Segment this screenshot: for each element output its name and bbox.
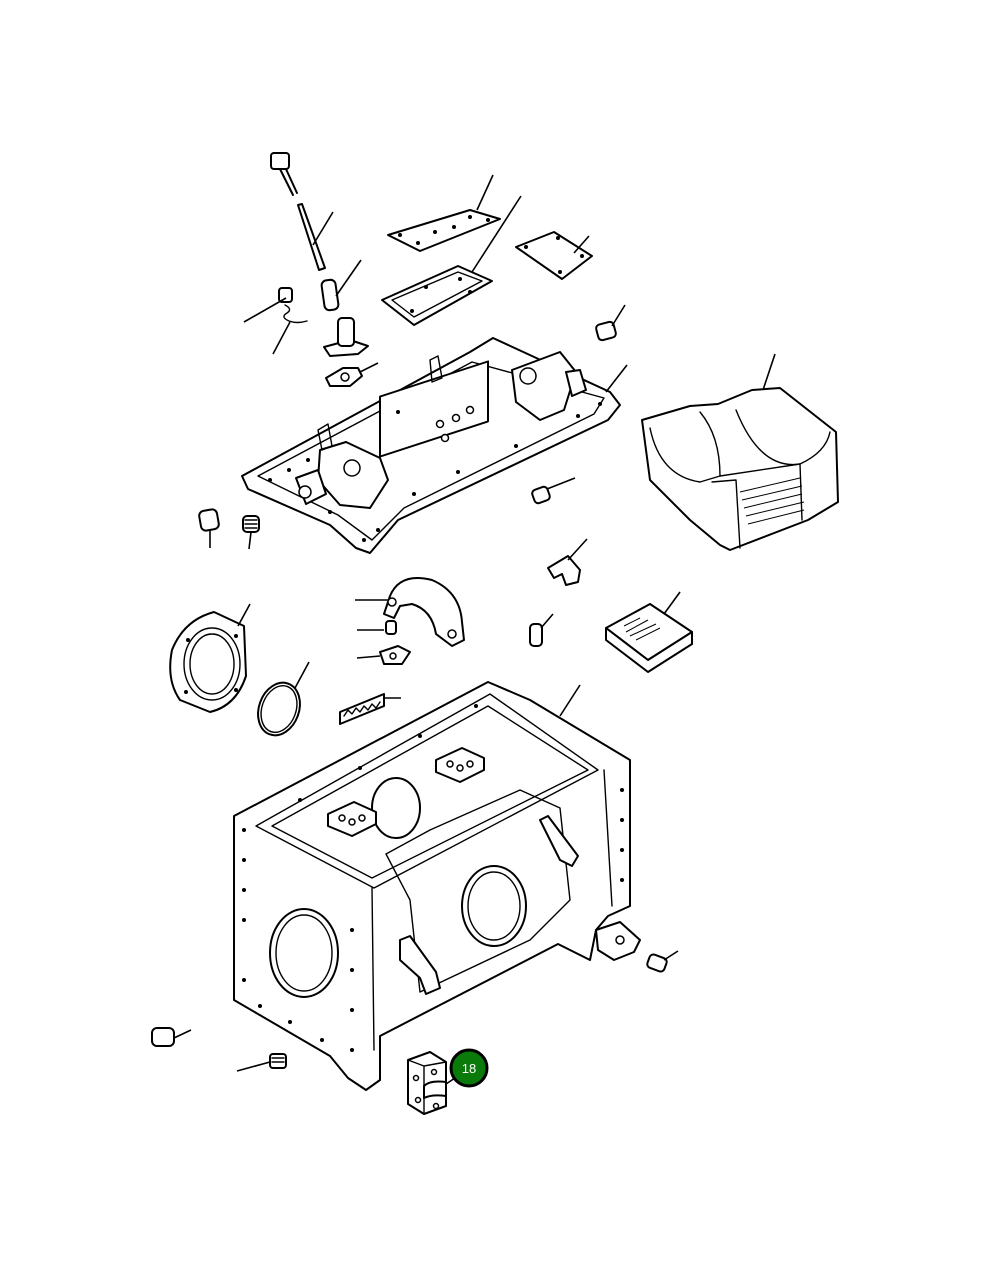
cover-plate-right[interactable] xyxy=(515,231,593,280)
bushing-mid[interactable] xyxy=(531,477,576,505)
dipstick-cap[interactable] xyxy=(270,152,298,196)
dipstick-rod[interactable] xyxy=(297,203,334,271)
bracket-clip[interactable] xyxy=(547,538,588,586)
gasket-small[interactable] xyxy=(325,362,379,387)
callout-label-18: 18 xyxy=(462,1061,476,1076)
flange-gasket[interactable] xyxy=(169,603,251,713)
lock-plate[interactable] xyxy=(356,645,411,665)
cover-plate-top[interactable] xyxy=(387,174,501,252)
top-cover-housing[interactable] xyxy=(241,337,628,554)
threaded-plug-left[interactable] xyxy=(242,515,260,550)
tube-flange[interactable] xyxy=(323,317,369,357)
bushing-left[interactable] xyxy=(198,508,220,548)
gearbox-housing[interactable] xyxy=(233,681,641,1091)
cover-gasket[interactable] xyxy=(381,195,522,326)
bearing-cradle[interactable] xyxy=(641,353,839,551)
pin-center[interactable] xyxy=(529,613,554,647)
dipstick-tube[interactable] xyxy=(320,259,362,312)
bushing-bottom-left[interactable] xyxy=(151,1027,192,1047)
drain-plug[interactable] xyxy=(236,1053,287,1072)
cover-plate-small[interactable] xyxy=(605,591,693,673)
callout-badge-18[interactable]: 18 xyxy=(449,1048,489,1088)
bearing-cap[interactable] xyxy=(355,577,465,647)
breather-screw[interactable] xyxy=(243,287,308,355)
clamp-block[interactable] xyxy=(407,1051,459,1115)
pin-right[interactable] xyxy=(646,950,679,973)
bushing-small-upper[interactable] xyxy=(595,304,626,342)
o-ring[interactable] xyxy=(251,661,310,741)
serrated-strip[interactable] xyxy=(339,693,401,725)
dowel-pin[interactable] xyxy=(357,620,397,635)
